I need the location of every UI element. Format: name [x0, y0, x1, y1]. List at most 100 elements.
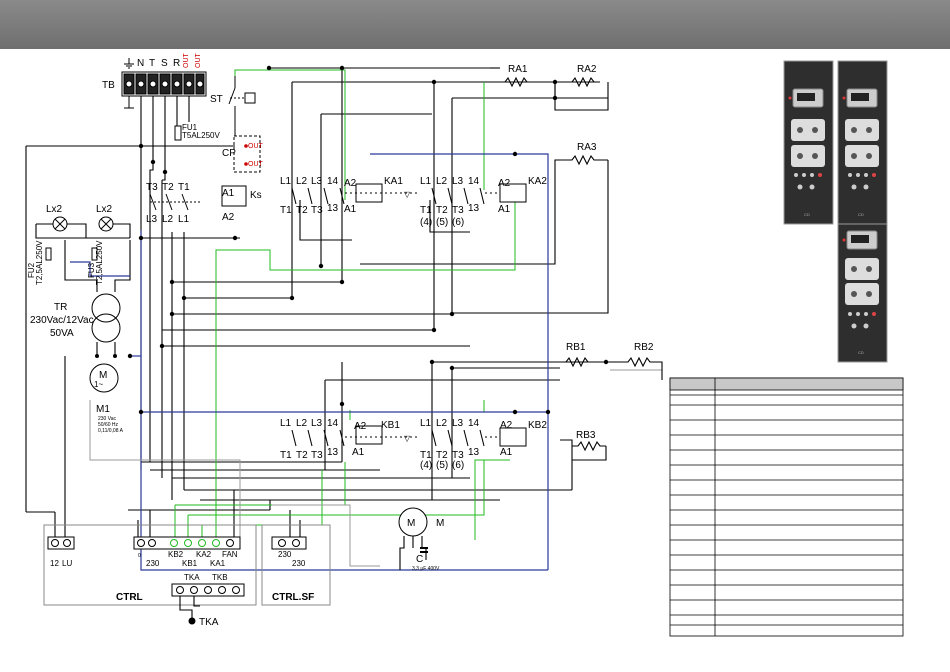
svg-text:TKA: TKA — [184, 573, 200, 582]
svg-text:13: 13 — [327, 447, 339, 458]
svg-text:T3: T3 — [452, 205, 464, 216]
kb2-label: KB2 — [528, 420, 547, 431]
ks-a1: A1 — [222, 188, 235, 199]
ks-l1: L1 — [178, 214, 190, 225]
resistor-rb2-label: RB2 — [634, 342, 654, 353]
contactor-ka1: L1 L2 L3 14 T1 T2 T3 13 A2 A1 KA1 ▽ — [280, 176, 420, 216]
svg-text:T1: T1 — [280, 450, 292, 461]
motor-m1-name: M1 — [96, 404, 110, 415]
transformer-name: TR — [54, 302, 67, 313]
svg-text:A1: A1 — [498, 204, 511, 215]
ka1-label: KA1 — [384, 176, 403, 187]
svg-text:(5): (5) — [436, 217, 448, 228]
motor-m1-symbol: M — [99, 370, 107, 381]
legend-table — [669, 377, 904, 637]
svg-text:FAN: FAN — [222, 550, 238, 559]
cp-box: CP OUT OUT — [222, 135, 264, 173]
svg-text:A1: A1 — [344, 204, 357, 215]
ks-t3: T3 — [146, 182, 158, 193]
cp-label: CP — [222, 148, 236, 159]
svg-text:T3: T3 — [311, 450, 323, 461]
lamp-icon — [98, 216, 114, 232]
st-label: ST — [210, 94, 223, 105]
svg-text:13: 13 — [468, 203, 480, 214]
cp-out-2: OUT — [248, 161, 264, 168]
svg-text:T1: T1 — [420, 450, 432, 461]
svg-text:13: 13 — [468, 447, 480, 458]
contactor-kb1: L1 L2 L3 14 T1 T2 T3 13 A2 A1 KB1 ▽ — [280, 418, 420, 461]
junction-dots — [127, 65, 609, 415]
ks-t2: T2 — [162, 182, 174, 193]
kb1-label: KB1 — [381, 420, 400, 431]
svg-text:14: 14 — [468, 418, 480, 429]
blue-wiring — [70, 153, 549, 571]
terminal-n: N — [137, 58, 144, 69]
motor-m-cap-label: C — [416, 554, 423, 565]
ctrl-sf-box: 230 230 CTRL.SF — [261, 524, 331, 606]
motor-m1-spec-2: 50/60 Hz — [98, 422, 119, 428]
svg-text:L1: L1 — [420, 418, 432, 429]
svg-text:T2: T2 — [436, 450, 448, 461]
svg-text:T3: T3 — [311, 205, 323, 216]
fu1-rating: T5AL250V — [182, 131, 220, 140]
contactor-kb2: L1 L2 L3 14 T1 T2 T3 13 (4) (5) (6) A2 A… — [420, 418, 547, 471]
svg-text:A1: A1 — [500, 447, 513, 458]
svg-text:L3: L3 — [311, 176, 323, 187]
svg-text:L2: L2 — [296, 418, 308, 429]
svg-text:KB2: KB2 — [168, 550, 184, 559]
svg-text:L1: L1 — [280, 418, 292, 429]
svg-text:1~: 1~ — [94, 380, 103, 389]
control-panel-1: CD — [783, 60, 834, 225]
svg-text:KB1: KB1 — [182, 559, 198, 568]
svg-text:T1: T1 — [420, 205, 432, 216]
svg-text:L1: L1 — [280, 176, 292, 187]
st-switch: ST — [210, 76, 256, 136]
svg-text:L1: L1 — [420, 176, 432, 187]
svg-text:L3: L3 — [452, 176, 464, 187]
transformer-ratio: 230Vac/12Vac — [30, 315, 94, 326]
resistor-rb3-label: RB3 — [576, 430, 596, 441]
svg-text:KA2: KA2 — [196, 550, 212, 559]
svg-text:13: 13 — [327, 203, 339, 214]
motor-m-name: M — [436, 518, 444, 529]
svg-text:230: 230 — [278, 550, 292, 559]
svg-text:T1: T1 — [280, 205, 292, 216]
svg-text:A2: A2 — [498, 178, 511, 189]
svg-text:(4): (4) — [420, 460, 432, 471]
ctrl-box: CTRL 12 LU 0 230 KB2 KA2 KB1 KA1 FAN — [43, 524, 257, 628]
fu1-name: FU1 — [182, 123, 198, 132]
terminal-out-2: OUT — [195, 53, 202, 69]
svg-text:(6): (6) — [452, 460, 464, 471]
svg-text:230: 230 — [292, 559, 306, 568]
ka2-label: KA2 — [528, 176, 547, 187]
green-wiring — [174, 69, 516, 540]
fuse-fu1: FU1 T5AL250V — [174, 123, 220, 141]
svg-text:L3: L3 — [311, 418, 323, 429]
svg-text:▽: ▽ — [404, 190, 411, 199]
terminal-block-label: TB — [102, 80, 115, 91]
resistor-ra2-label: RA2 — [577, 64, 597, 75]
svg-text:A2: A2 — [500, 420, 513, 431]
motor-m: M M C 3,3 µF 400V — [398, 507, 444, 572]
fu2-rating: T2,5AL250V — [35, 240, 44, 285]
svg-text:A2: A2 — [354, 421, 367, 432]
terminal-block: TB N T S R — [102, 53, 207, 109]
terminal-out-1: OUT — [183, 53, 190, 69]
probe-tka-label: TKA — [199, 617, 219, 628]
svg-text:T2: T2 — [296, 450, 308, 461]
transformer-power: 50VA — [50, 328, 74, 339]
ks-label: Ks — [250, 190, 262, 201]
svg-text:A1: A1 — [352, 447, 365, 458]
ground-icon — [124, 58, 134, 109]
svg-text:▽: ▽ — [404, 434, 411, 443]
resistor-ra1-label: RA1 — [508, 64, 528, 75]
svg-text:CD: CD — [858, 212, 864, 217]
header-bar — [0, 0, 950, 49]
terminal-r: R — [173, 58, 180, 69]
control-panel-3: CD — [837, 223, 888, 363]
cp-out-1: OUT — [248, 143, 264, 150]
svg-text:LU: LU — [62, 559, 72, 568]
svg-text:0: 0 — [138, 553, 141, 559]
lamp-icon — [52, 216, 68, 232]
